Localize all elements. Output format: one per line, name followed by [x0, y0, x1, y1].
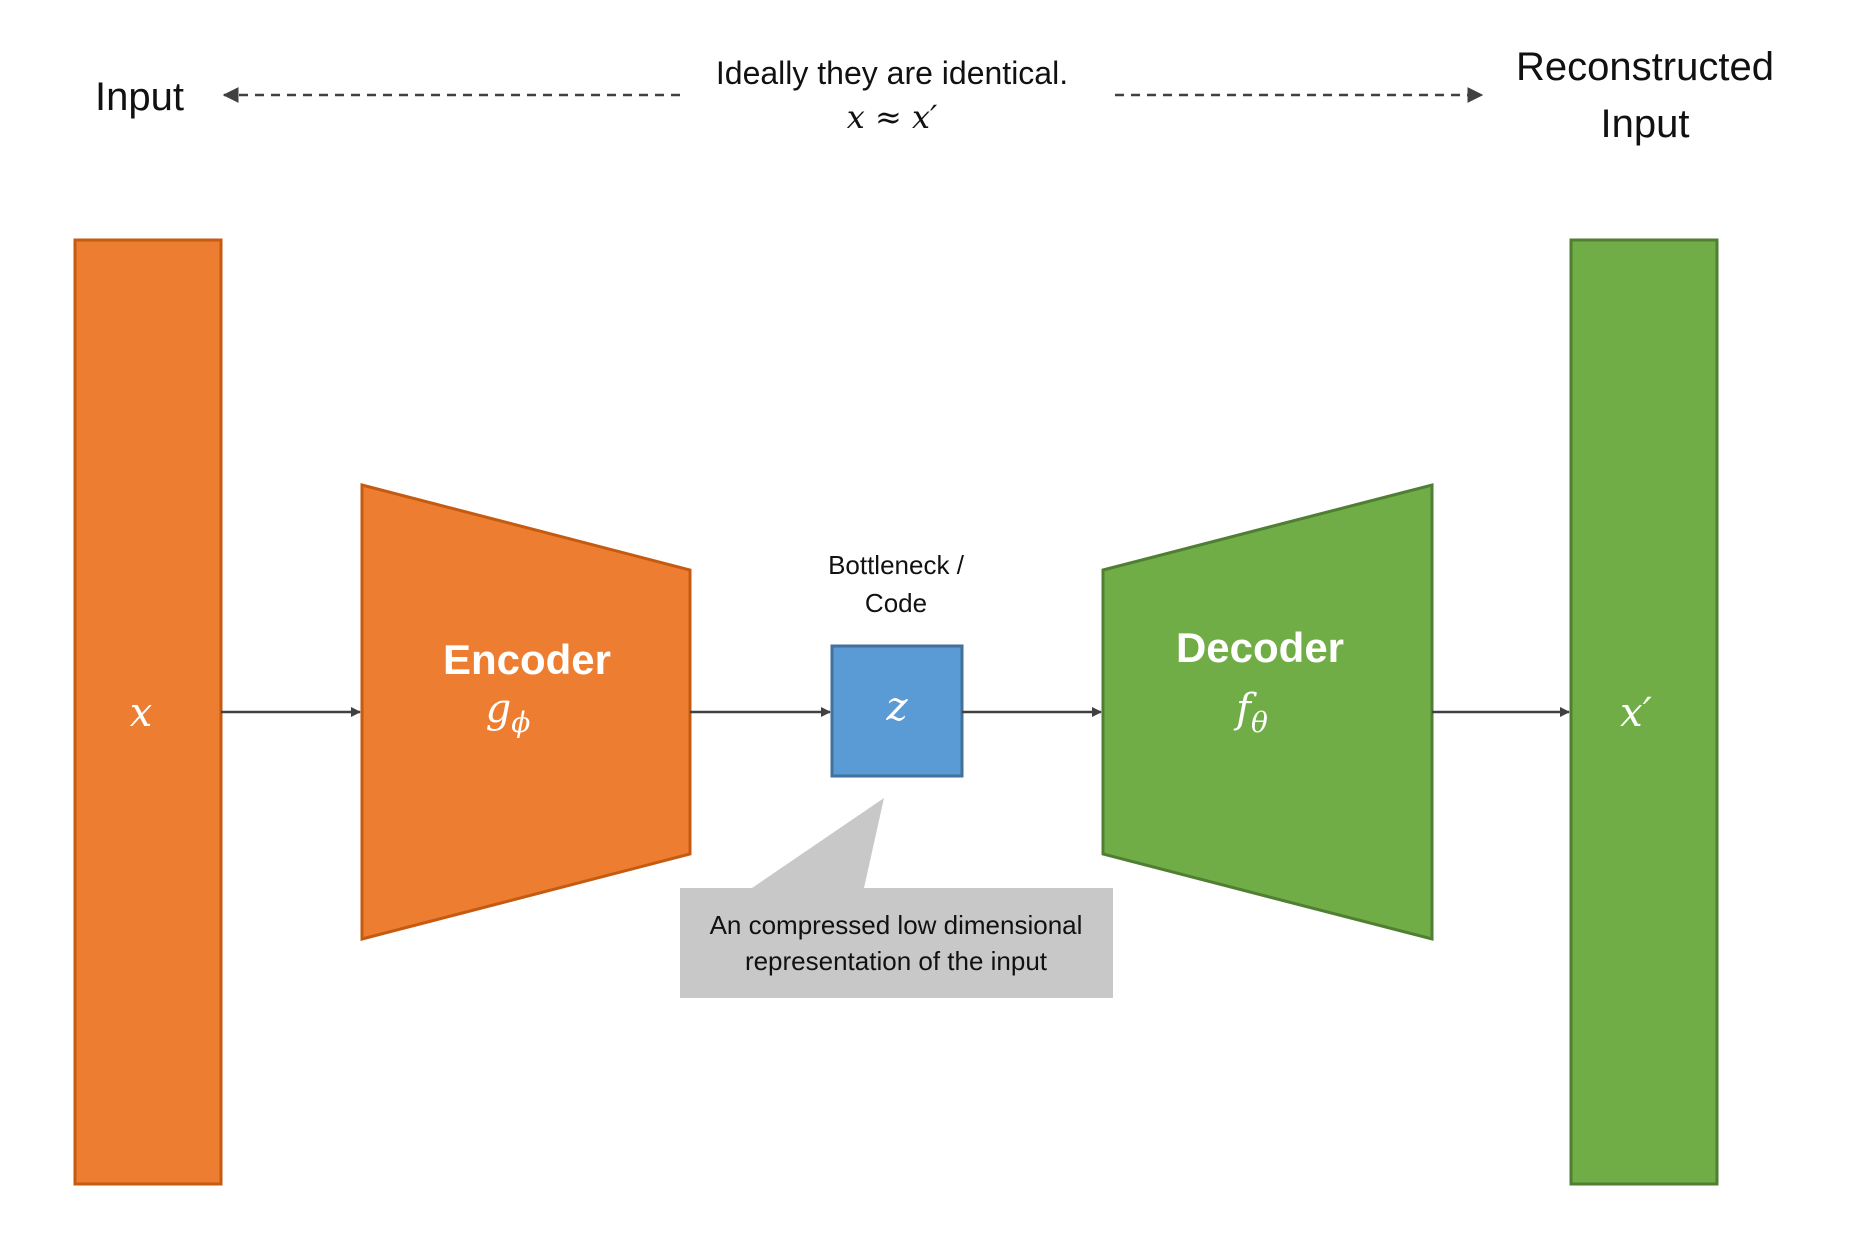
input-label: Input [95, 75, 184, 119]
input-block [73, 238, 223, 1186]
encoder-symbol: gϕ [486, 686, 531, 739]
callout-line1: An compressed low dimensional [710, 910, 1083, 940]
input-symbol: x [130, 690, 153, 736]
encoder-title: Encoder [443, 636, 611, 683]
decoder-title: Decoder [1176, 624, 1344, 671]
bottleneck-label-line2: Code [865, 588, 927, 618]
identical-note: Ideally they are identical. [716, 55, 1068, 91]
encoder-block [360, 483, 692, 941]
reconstructed-label-line2: Input [1601, 102, 1690, 146]
reconstructed-label-line1: Reconstructed [1516, 45, 1774, 89]
callout-box [680, 798, 1113, 998]
decoder-block [1101, 483, 1434, 941]
bottleneck-label-line1: Bottleneck / [828, 550, 965, 580]
approx-equation: x ≈ x′ [847, 98, 938, 136]
output-symbol: x′ [1620, 690, 1652, 736]
bottleneck-symbol: z [885, 684, 908, 730]
reconstructed-output-block [1569, 238, 1719, 1186]
bottleneck-code-block [830, 644, 964, 778]
callout-line2: representation of the input [745, 946, 1048, 976]
